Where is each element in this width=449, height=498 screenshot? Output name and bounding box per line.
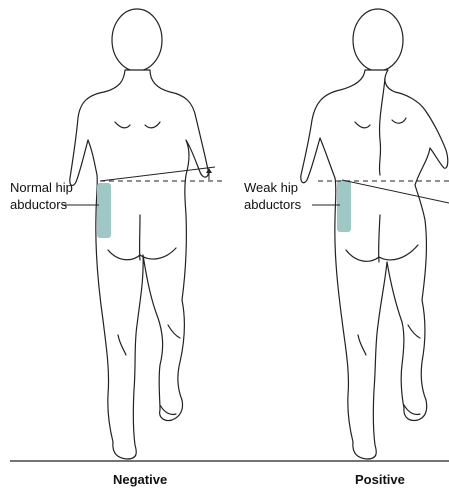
body-outline-negative: [70, 70, 209, 459]
body-outline-positive: [301, 70, 448, 459]
label-weak-hip-abductors-line1: Weak hip: [244, 180, 298, 196]
caption-negative: Negative: [113, 472, 167, 487]
label-weak-hip-abductors-line2: abductors: [244, 197, 301, 213]
head-negative: [112, 9, 162, 71]
head-positive: [353, 9, 403, 71]
label-normal-hip-abductors-line1: Normal hip: [10, 180, 73, 196]
label-normal-hip-abductors-line2: abductors: [10, 197, 67, 213]
hip-abductor-muscle-positive: [337, 180, 351, 232]
caption-positive: Positive: [355, 472, 405, 487]
figure-negative: [70, 9, 209, 459]
hip-abductor-muscle-negative: [97, 183, 111, 238]
figure-positive: [301, 9, 448, 459]
